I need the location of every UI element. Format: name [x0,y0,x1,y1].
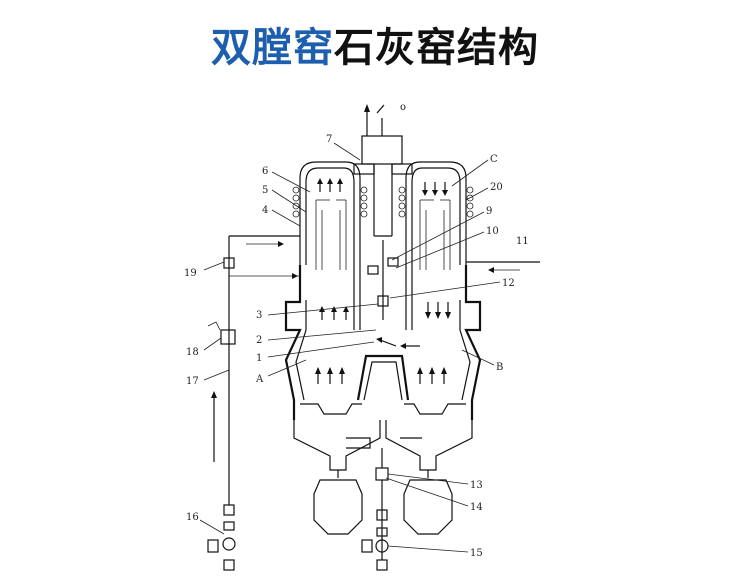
air-supply-pipe [207,235,300,571]
label-1: 1 [256,353,262,364]
label-a: A [255,374,264,385]
label-3: 3 [256,310,262,321]
label-7: 7 [326,134,332,145]
page-title: 双膛窑石灰窑结构 [0,28,750,68]
label-17: 17 [186,376,199,387]
central-mechanism [367,235,399,320]
leader-lines [199,142,501,553]
label-b: B [496,362,503,373]
label-9: 9 [486,206,492,217]
label-6: 6 [262,166,268,177]
exhaust-stack [361,104,403,236]
label-c: C [490,154,498,165]
label-16: 16 [186,512,199,523]
label-19: 19 [184,268,197,279]
title-highlight: 双膛窑 [211,25,334,71]
title-rest: 石灰窑结构 [334,25,539,71]
label-o: o [400,102,406,113]
label-10: 10 [486,226,499,237]
left-shaft [292,161,368,300]
label-11: 11 [516,236,529,247]
label-15: 15 [470,548,483,559]
label-2: 2 [256,335,262,346]
discharge-hoppers [293,403,473,571]
label-4: 4 [262,205,268,216]
label-18: 18 [186,347,199,358]
label-12: 12 [502,278,515,289]
label-5: 5 [262,185,268,196]
fuel-inlet-pipe [466,261,540,273]
gas-pipes [353,163,413,175]
label-13: 13 [470,480,483,491]
label-14: 14 [470,502,483,513]
label-20: 20 [490,182,503,193]
right-shaft [398,161,474,300]
kiln-body [284,265,482,420]
